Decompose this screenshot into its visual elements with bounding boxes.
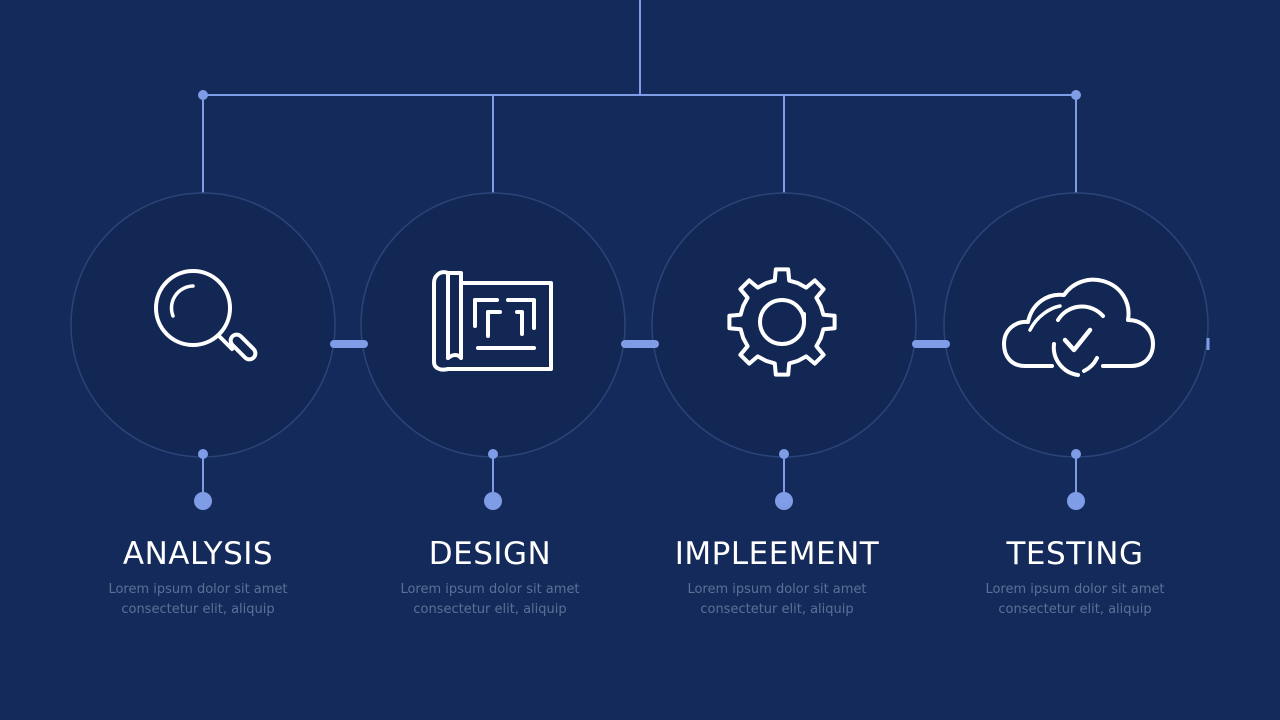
step-title: TESTING (1006, 536, 1144, 572)
branch-dot-left (198, 90, 208, 100)
bottom-small-dot-1 (198, 449, 208, 459)
bottom-small-dot-4 (1071, 449, 1081, 459)
bottom-large-dot-1 (194, 492, 212, 510)
branch-dot-right (1071, 90, 1081, 100)
magnifier-icon (154, 269, 258, 362)
cloud-check-icon (1002, 277, 1155, 377)
step-title: ANALYSIS (122, 536, 274, 572)
step-implement: IMPLEEMENT Lorem ipsum dolor sit amet co… (632, 0, 922, 720)
step-description: Lorem ipsum dolor sit amet consectetur e… (108, 582, 288, 617)
bottom-small-dot-3 (779, 449, 789, 459)
step-testing: TESTING Lorem ipsum dolor sit amet conse… (930, 0, 1220, 720)
bottom-small-dot-2 (488, 449, 498, 459)
step-description: Lorem ipsum dolor sit amet consectetur e… (687, 582, 867, 617)
bottom-connectors (194, 449, 1085, 510)
blueprint-icon (432, 270, 553, 372)
connector-tree (202, 0, 1077, 198)
step-analysis: ANALYSIS Lorem ipsum dolor sit amet cons… (53, 0, 343, 720)
bottom-large-dot-4 (1067, 492, 1085, 510)
bottom-large-dot-2 (484, 492, 502, 510)
gear-icon (727, 267, 837, 377)
step-description: Lorem ipsum dolor sit amet consectetur e… (400, 582, 580, 617)
step-design: DESIGN Lorem ipsum dolor sit amet consec… (345, 0, 635, 720)
step-description: Lorem ipsum dolor sit amet consectetur e… (985, 582, 1165, 617)
step-circles (70, 192, 1209, 458)
step-title: IMPLEEMENT (674, 536, 880, 572)
step-title: DESIGN (428, 536, 552, 572)
bottom-large-dot-3 (775, 492, 793, 510)
